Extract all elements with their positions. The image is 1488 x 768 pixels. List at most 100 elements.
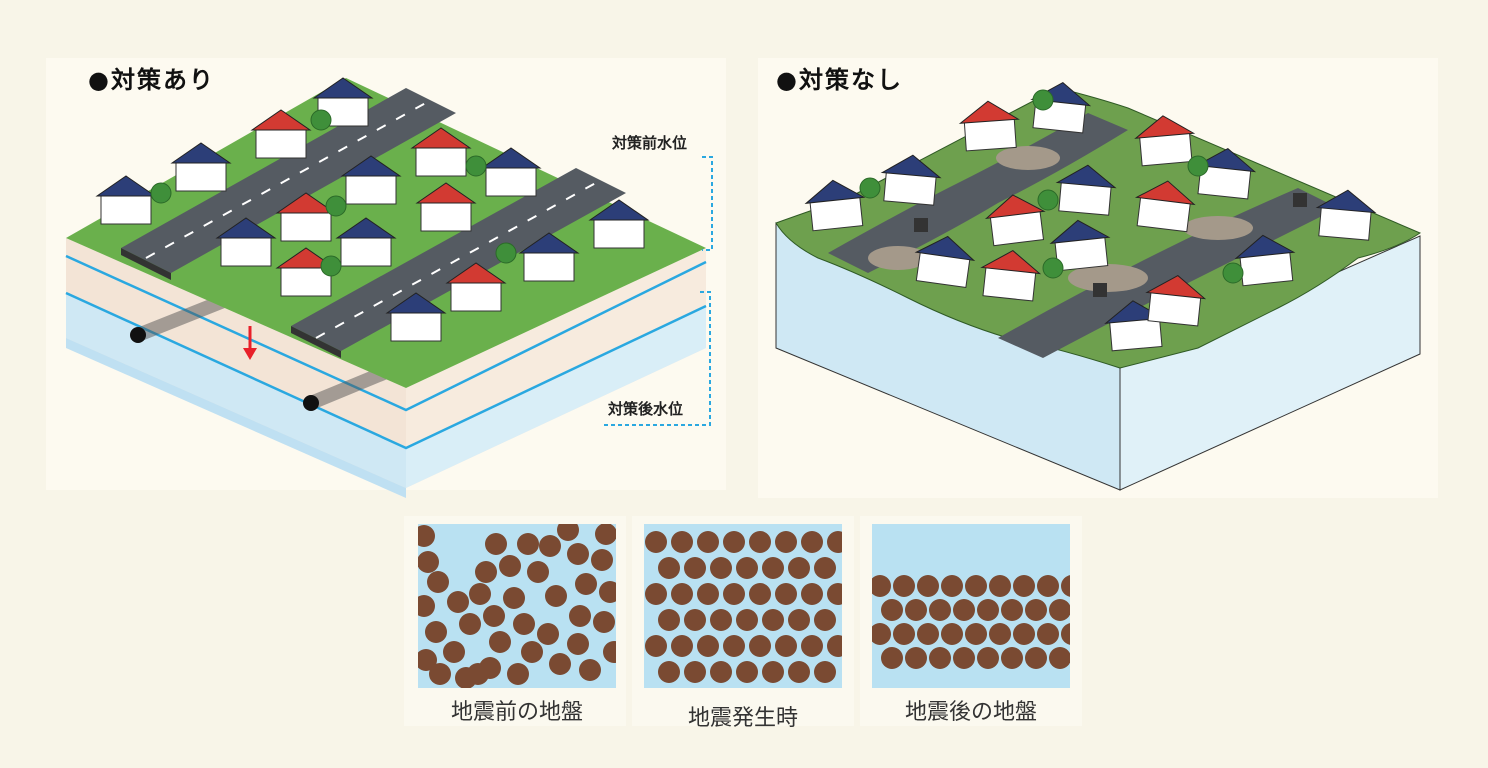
particle (827, 583, 842, 605)
particle (710, 661, 732, 683)
particle (965, 623, 987, 645)
particle (1013, 623, 1035, 645)
particle (645, 635, 667, 657)
particle (989, 575, 1011, 597)
particle (977, 647, 999, 669)
particle (953, 647, 975, 669)
particle (941, 575, 963, 597)
particle (736, 557, 758, 579)
panel-title-without-measures: ●対策なし (776, 66, 903, 94)
particle (762, 661, 784, 683)
particle (762, 609, 784, 631)
down-arrow-head (243, 348, 257, 360)
particle (775, 635, 797, 657)
particle (1049, 599, 1070, 621)
particles-after (872, 524, 1070, 688)
trees-right (859, 89, 1244, 284)
particle (872, 575, 891, 597)
drain-pipe-1-end (130, 327, 146, 343)
particle (723, 635, 745, 657)
particle (827, 635, 842, 657)
particle (977, 599, 999, 621)
particle (749, 635, 771, 657)
right-illustration (758, 58, 1438, 498)
particle (1061, 575, 1070, 597)
particles-during (644, 524, 842, 688)
particle (881, 599, 903, 621)
particle (1049, 647, 1070, 669)
particle (1001, 599, 1023, 621)
particle (684, 661, 706, 683)
water-layer-left (66, 293, 406, 488)
particle (1013, 575, 1035, 597)
particle (814, 609, 836, 631)
particle (1025, 647, 1047, 669)
sand-boil-2 (1068, 264, 1148, 292)
particle (697, 635, 719, 657)
particle (697, 583, 719, 605)
particle (801, 635, 823, 657)
particle (1025, 599, 1047, 621)
particle (905, 647, 927, 669)
particle (658, 609, 680, 631)
level-bracket-before (702, 156, 713, 251)
panel-title-with-measures: ●対策あり (88, 66, 215, 94)
particle (917, 575, 939, 597)
sand-boil-3 (1183, 216, 1253, 240)
particle (762, 557, 784, 579)
trees-left (150, 109, 517, 277)
particle (801, 583, 823, 605)
particle (671, 531, 693, 553)
road-1 (121, 88, 456, 273)
particle (658, 557, 680, 579)
level-bracket-after (602, 291, 711, 426)
particle (801, 531, 823, 553)
water-layer-left-2 (66, 338, 406, 498)
water-line-before (65, 254, 707, 412)
particle (953, 599, 975, 621)
particle (775, 531, 797, 553)
manhole-2 (1093, 283, 1107, 297)
particle (671, 583, 693, 605)
particle (1037, 575, 1059, 597)
particle (872, 623, 891, 645)
drain-pipe-2 (304, 363, 398, 410)
particle (989, 623, 1011, 645)
particle (893, 623, 915, 645)
label-water-level-after: 対策後水位 (608, 400, 684, 418)
ground-top-liquefied (775, 87, 1422, 369)
particle (710, 557, 732, 579)
manhole-3 (1293, 193, 1307, 207)
sand-boil-1 (868, 246, 928, 270)
houses-right (804, 82, 1377, 352)
particle (893, 575, 915, 597)
particle (736, 609, 758, 631)
particle (1061, 623, 1070, 645)
particle (788, 557, 810, 579)
particle (905, 599, 927, 621)
particle (1001, 647, 1023, 669)
particles-before (418, 524, 616, 688)
particle (736, 661, 758, 683)
particle (788, 609, 810, 631)
particle (723, 531, 745, 553)
particle (697, 531, 719, 553)
particle (658, 661, 680, 683)
water-layer-right (406, 306, 706, 488)
label-water-level-before: 対策前水位 (612, 134, 688, 152)
particle (671, 635, 693, 657)
particle (684, 557, 706, 579)
left-illustration (46, 58, 726, 498)
caption-during: 地震発生時 (687, 706, 798, 731)
particle (929, 647, 951, 669)
particle (929, 599, 951, 621)
drain-pipe-1 (131, 293, 233, 342)
particle (645, 583, 667, 605)
particle (788, 661, 810, 683)
road-4 (998, 188, 1338, 358)
particle (827, 531, 842, 553)
particle (1037, 623, 1059, 645)
manhole-1 (914, 218, 928, 232)
drain-pipe-2-end (303, 395, 319, 411)
particle (814, 557, 836, 579)
